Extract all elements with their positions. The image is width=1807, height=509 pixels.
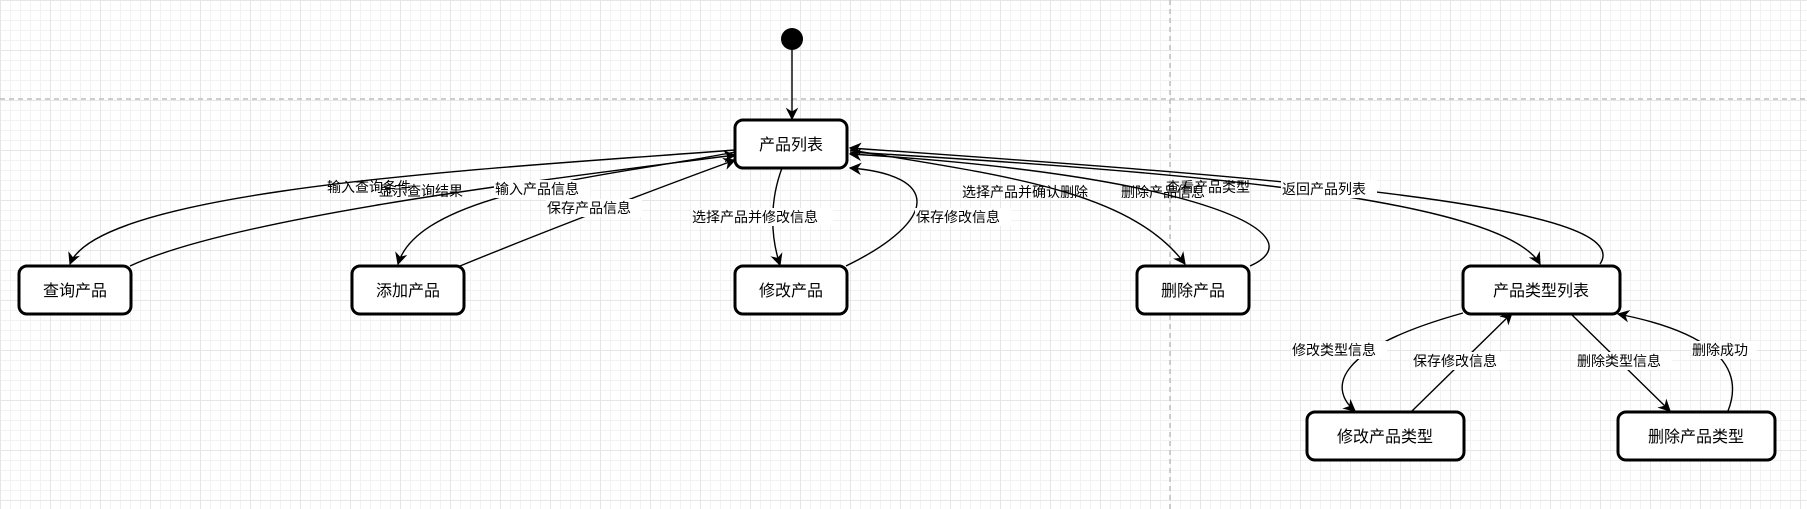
label-delete-success: 删除成功 (1692, 343, 1748, 359)
state-modify-product-label: 修改产品 (759, 281, 823, 300)
state-add-product[interactable]: 添加产品 (350, 264, 466, 316)
state-product-list-label: 产品列表 (759, 135, 823, 154)
label-input-product-info: 输入产品信息 (495, 181, 579, 198)
label-delete-info: 删除产品信息 (1121, 184, 1205, 201)
label-save-product-info: 保存产品信息 (547, 200, 631, 217)
label-bg-delete-type-info (1576, 352, 1672, 370)
transition-labels-layer: 输入查询条件 显示查询结果 输入产品信息 保存产品信息 选择产品并修改信息 保存… (327, 179, 1757, 370)
label-bg-select-and-modify (691, 208, 833, 226)
state-query-product-label: 查询产品 (43, 281, 107, 300)
state-product-type-list[interactable]: 产品类型列表 (1461, 264, 1622, 316)
label-bg-modify-type-info (1291, 341, 1387, 359)
label-bg-input-product-info (494, 180, 590, 198)
state-delete-product[interactable]: 删除产品 (1135, 264, 1251, 316)
state-delete-product-label: 删除产品 (1161, 281, 1225, 300)
label-select-and-modify: 选择产品并修改信息 (692, 209, 818, 226)
transition-delete-info[interactable] (848, 148, 1270, 267)
state-modify-product-type[interactable]: 修改产品类型 (1305, 410, 1466, 462)
label-select-and-delete: 选择产品并确认删除 (962, 185, 1088, 201)
states-layer: 产品列表 查询产品 添加产品 修改产品 删除产品 产品类型列表 修改产品类型 (17, 118, 1777, 462)
state-modify-product[interactable]: 修改产品 (733, 264, 849, 316)
transition-modify-type-info[interactable] (1341, 312, 1464, 412)
label-delete-type-info: 删除类型信息 (1577, 353, 1661, 370)
label-return-list: 返回产品列表 (1282, 182, 1366, 198)
state-query-product[interactable]: 查询产品 (17, 264, 133, 316)
initial-state-dot[interactable] (781, 28, 803, 50)
label-bg-return-list (1281, 180, 1377, 198)
state-product-list[interactable]: 产品列表 (733, 118, 849, 170)
label-save-modify: 保存修改信息 (916, 209, 1000, 226)
label-show-results: 显示查询结果 (379, 184, 463, 200)
state-modify-product-type-label: 修改产品类型 (1337, 427, 1433, 446)
label-bg-save-product-info (546, 199, 642, 217)
transition-input-query[interactable] (68, 149, 736, 266)
transition-save-modify[interactable] (845, 162, 918, 267)
state-product-type-list-label: 产品类型列表 (1493, 281, 1589, 300)
transition-return-list[interactable] (848, 142, 1604, 265)
label-save-type-modify: 保存修改信息 (1413, 353, 1497, 370)
state-add-product-label: 添加产品 (376, 281, 440, 300)
transition-show-results[interactable] (129, 150, 737, 267)
transition-select-and-delete[interactable] (849, 149, 1186, 266)
label-input-query: 输入查询条件 (327, 179, 411, 196)
label-modify-type-info: 修改类型信息 (1292, 342, 1376, 359)
state-delete-product-type[interactable]: 删除产品类型 (1616, 410, 1777, 462)
label-bg-save-type-modify (1412, 352, 1508, 370)
label-bg-save-modify (915, 208, 1011, 226)
state-delete-product-type-label: 删除产品类型 (1648, 427, 1744, 446)
label-bg-delete-success (1691, 341, 1757, 359)
label-view-types: 查看产品类型 (1166, 180, 1250, 196)
